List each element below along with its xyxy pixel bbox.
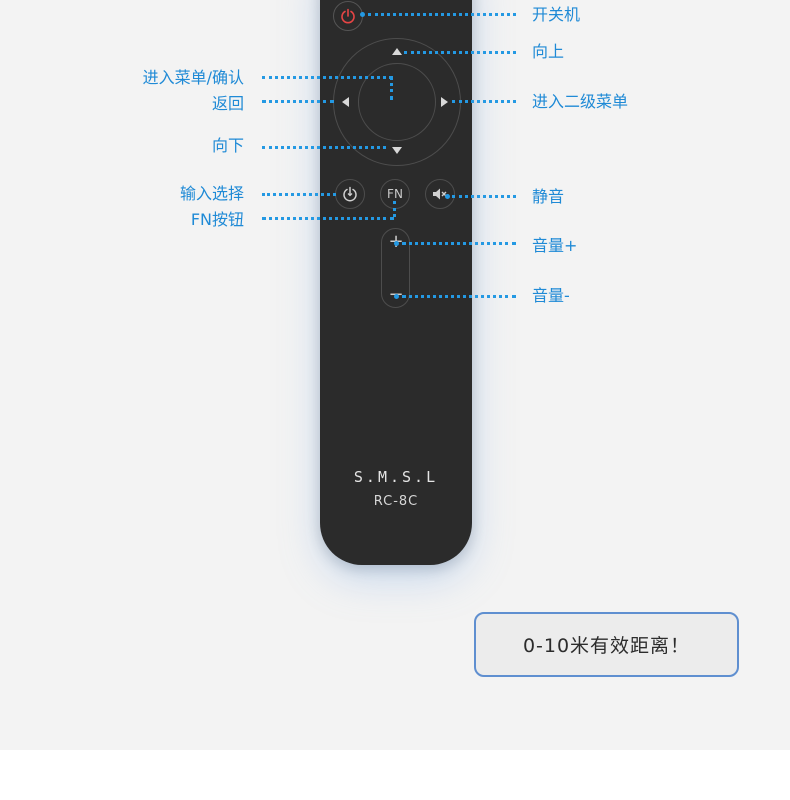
label-back: 返回 [211, 94, 244, 113]
leader-line-submenu [452, 100, 516, 103]
label-fn-button: FN按钮 [190, 210, 244, 229]
volume-rocker[interactable] [381, 228, 410, 308]
range-text: 0-10米有效距离！ [522, 635, 691, 657]
mute-button[interactable] [425, 179, 455, 209]
leader-line-menu [262, 76, 392, 79]
arrow-right-icon[interactable] [441, 97, 448, 107]
label-sub-menu: 进入二级菜单 [532, 92, 629, 111]
leader-dot [360, 12, 365, 17]
label-power: 开关机 [532, 5, 581, 24]
leader-line-power [368, 13, 516, 16]
label-menu-confirm: 进入菜单/确认 [142, 68, 244, 87]
model-name: RC-8C [373, 494, 419, 509]
label-down: 向下 [211, 136, 244, 155]
brand-logo: S.M.S.L [353, 468, 439, 486]
power-icon [341, 8, 355, 24]
label-volume-up: 音量+ [532, 236, 578, 255]
dpad-center-button[interactable] [358, 63, 436, 141]
leader-line-input [262, 193, 336, 196]
power-button[interactable] [333, 1, 363, 31]
label-volume-down: 音量- [532, 286, 570, 305]
arrow-up-icon[interactable] [392, 48, 402, 55]
leader-line-down [262, 146, 386, 149]
leader-dot [394, 294, 399, 299]
input-select-button[interactable] [335, 179, 365, 209]
range-callout: 0-10米有效距离！ [474, 612, 739, 677]
fn-button-label: FN [387, 187, 403, 201]
arrow-down-icon[interactable] [392, 147, 402, 154]
leader-line-back [262, 100, 334, 103]
label-up: 向上 [532, 42, 565, 61]
leader-line-fn [262, 217, 394, 220]
leader-line-volume-up [402, 242, 516, 245]
leader-line-menu-vertical [390, 76, 393, 100]
leader-line-volume-down [402, 295, 516, 298]
leader-dot [445, 194, 450, 199]
input-power-icon [343, 186, 357, 202]
leader-line-up [404, 51, 516, 54]
leader-line-fn-vertical [393, 201, 396, 217]
label-input-select: 输入选择 [179, 184, 244, 203]
fn-button[interactable]: FN [380, 179, 410, 209]
label-mute: 静音 [532, 187, 565, 206]
leader-dot [394, 241, 399, 246]
arrow-left-icon[interactable] [342, 97, 349, 107]
leader-line-mute [452, 195, 516, 198]
